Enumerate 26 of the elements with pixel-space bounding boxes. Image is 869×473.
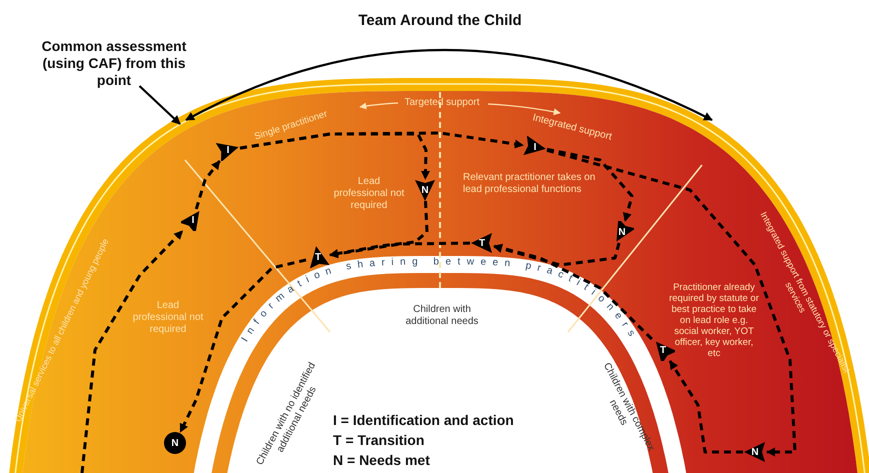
arrow	[240, 132, 524, 150]
band-text: Relevant practitioner takes on lead professional functions	[463, 172, 596, 196]
arrow	[138, 85, 181, 125]
arrow	[80, 230, 184, 473]
band-text: Lead professional not required	[333, 176, 405, 212]
callout-text: Common assessment (using CAF) from this point	[28, 38, 200, 86]
band-text: Lead professional not required	[132, 300, 204, 336]
needs-met-marker: N	[743, 441, 767, 463]
identification-marker: I	[523, 136, 547, 158]
arrow	[329, 242, 470, 258]
key-text: T = Transition	[333, 431, 426, 450]
arrow	[546, 148, 634, 222]
arrow	[329, 200, 428, 258]
diagram-title: Team Around the Child	[357, 12, 523, 29]
arrow	[179, 258, 306, 433]
arrow	[668, 360, 743, 454]
needs-met-marker: N	[164, 432, 186, 454]
arrow	[546, 148, 796, 456]
arrow	[194, 160, 221, 210]
band-text: Practitioner already required by statute or best practice to take on lead role e.g. social worker, YOT officer, key worker, etc	[668, 282, 760, 359]
needs-met-marker: N	[413, 179, 437, 201]
transition-marker: T	[470, 232, 494, 254]
section-label: Targeted support	[403, 97, 481, 109]
key-text: N = Needs met	[333, 451, 431, 470]
key-text: I = Identification and action	[333, 411, 515, 430]
arrow	[493, 242, 620, 266]
